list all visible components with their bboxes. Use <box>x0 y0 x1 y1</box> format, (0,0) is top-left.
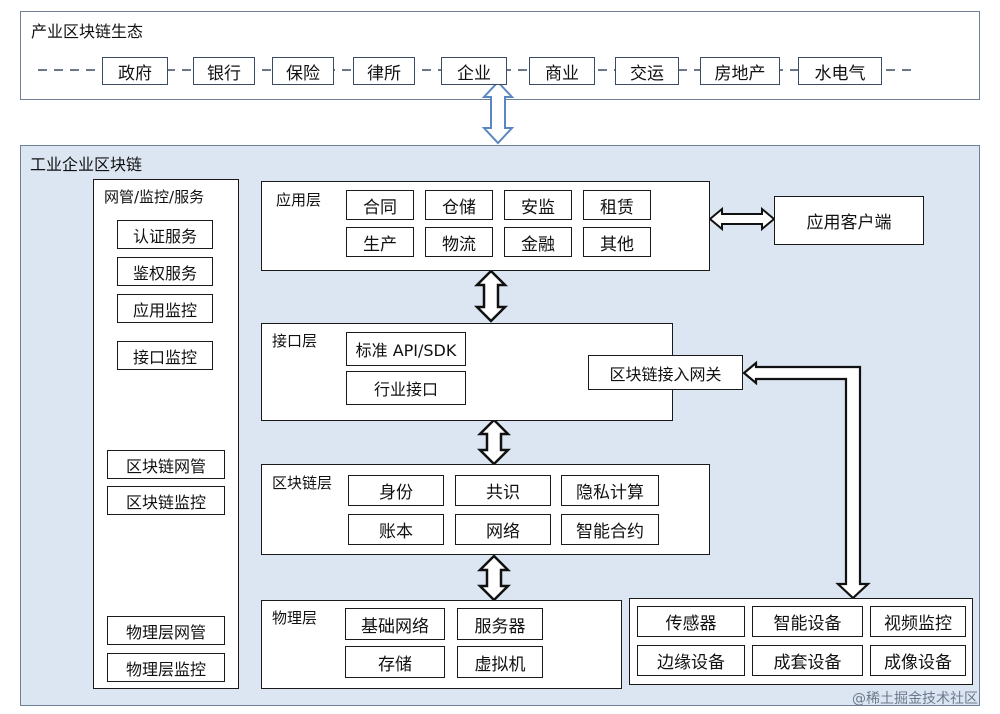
blockchain-access-gateway: 区块链接入网关 <box>588 355 743 390</box>
ecosystem-item-gov: 政府 <box>102 57 168 85</box>
chain-ledger: 账本 <box>348 514 444 545</box>
mgmt-physical-netmgmt: 物理层网管 <box>107 616 225 645</box>
interface-blockchain-arrow <box>476 418 512 466</box>
app-production: 生产 <box>346 227 414 257</box>
application-layer-title: 应用层 <box>276 191 322 209</box>
ecosystem-item-utilities: 水电气 <box>798 57 882 85</box>
app-client-arrow <box>708 206 776 232</box>
phys-storage: 存储 <box>345 646 445 678</box>
gateway-devices-arrow <box>742 360 871 600</box>
app-safety: 安监 <box>504 190 572 220</box>
app-contract: 合同 <box>346 190 414 220</box>
app-logistics: 物流 <box>425 227 493 257</box>
mgmt-authz-service: 鉴权服务 <box>117 257 213 286</box>
interface-industry: 行业接口 <box>346 371 466 405</box>
blockchain-layer-title: 区块链层 <box>272 474 333 492</box>
application-client: 应用客户端 <box>774 196 924 245</box>
chain-privacy-compute: 隐私计算 <box>561 475 659 506</box>
device-video-monitor: 视频监控 <box>870 606 966 637</box>
blockchain-physical-arrow <box>476 554 512 602</box>
ecosystem-item-commerce: 商业 <box>529 57 595 85</box>
ecosystem-item-insurance: 保险 <box>272 57 334 85</box>
app-leasing: 租赁 <box>583 190 651 220</box>
phys-vm: 虚拟机 <box>457 646 543 678</box>
device-sensor: 传感器 <box>637 606 745 637</box>
ecosystem-item-transport: 交运 <box>615 57 679 85</box>
device-complete-set: 成套设备 <box>752 645 863 676</box>
app-interface-arrow <box>473 269 509 323</box>
ecosystem-item-law-firm: 律所 <box>353 57 415 85</box>
interface-standard-api: 标准 API/SDK <box>346 332 466 366</box>
ecosystem-item-bank: 银行 <box>193 57 255 85</box>
mgmt-interface-monitor: 接口监控 <box>117 341 213 370</box>
ecosystem-item-real-estate: 房地产 <box>700 57 780 85</box>
mgmt-blockchain-monitor: 区块链监控 <box>107 486 225 515</box>
chain-consensus: 共识 <box>455 475 551 506</box>
app-other: 其他 <box>583 227 651 257</box>
chain-smart-contract: 智能合约 <box>561 514 659 545</box>
app-finance: 金融 <box>504 227 572 257</box>
phys-base-network: 基础网络 <box>345 608 445 640</box>
app-warehouse: 仓储 <box>425 190 493 220</box>
device-imaging: 成像设备 <box>870 645 966 676</box>
management-column <box>93 179 239 689</box>
industrial-title: 工业企业区块链 <box>30 155 143 174</box>
mgmt-auth-service: 认证服务 <box>117 220 213 249</box>
ecosystem-title: 产业区块链生态 <box>31 22 144 41</box>
interface-layer-title: 接口层 <box>272 332 318 350</box>
mgmt-blockchain-netmgmt: 区块链网管 <box>107 450 225 479</box>
device-edge: 边缘设备 <box>637 645 745 676</box>
ecosystem-item-enterprise: 企业 <box>441 57 507 85</box>
source-credit: @稀土掘金技术社区 <box>852 691 978 707</box>
management-title: 网管/监控/服务 <box>104 188 205 206</box>
mgmt-physical-monitor: 物理层监控 <box>107 653 225 682</box>
chain-identity: 身份 <box>348 475 444 506</box>
physical-layer-title: 物理层 <box>272 609 318 627</box>
ecosystem-link-arrow <box>481 80 515 145</box>
chain-network: 网络 <box>455 514 551 545</box>
device-smart: 智能设备 <box>752 606 863 637</box>
mgmt-app-monitor: 应用监控 <box>117 294 213 323</box>
phys-server: 服务器 <box>457 608 543 640</box>
